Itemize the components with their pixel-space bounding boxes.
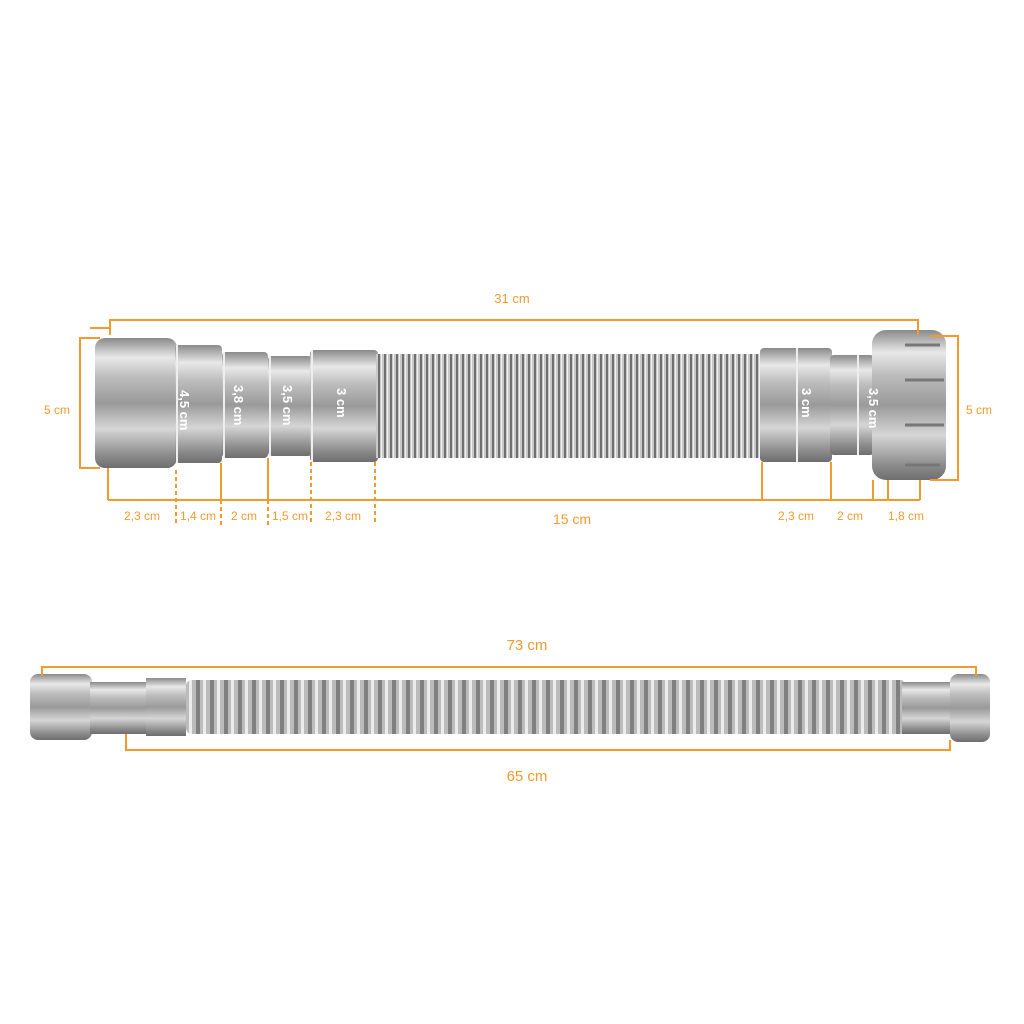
- ring-45: [175, 345, 222, 463]
- total-length-label: 31 cm: [494, 291, 529, 306]
- extended-pipe: [30, 674, 990, 742]
- segment-label: 2 cm: [231, 509, 257, 523]
- right-ring: [902, 682, 952, 734]
- segment-label: 2,3 cm: [325, 509, 361, 523]
- segment-label: 1,4 cm: [180, 509, 216, 523]
- middle-length-label: 15 cm: [553, 511, 591, 527]
- total-length-label: 73 cm: [507, 637, 548, 654]
- ring-35: [268, 356, 312, 456]
- ring: [146, 678, 186, 736]
- bottom-dimensions: 73 cm 65 cm: [41, 637, 977, 785]
- segment-label: 1,8 cm: [888, 509, 924, 523]
- segment-label: 2 cm: [837, 509, 863, 523]
- diameter-label: 3,5 cm: [280, 385, 295, 425]
- sleeve: [90, 682, 148, 734]
- ring-38: [222, 352, 268, 458]
- ring-3-left: [310, 350, 378, 462]
- left-height-label: 5 cm: [44, 403, 70, 417]
- left-cap: [95, 338, 177, 468]
- compressed-coil: [376, 354, 764, 458]
- diameter-label: 3,5 cm: [866, 388, 881, 428]
- segment-label: 2,3 cm: [778, 509, 814, 523]
- diameter-label: 3,8 cm: [231, 385, 246, 425]
- diameter-label: 3 cm: [799, 388, 814, 418]
- right-height-label: 5 cm: [966, 403, 992, 417]
- diameter-label: 4,5 cm: [177, 390, 192, 430]
- segment-label: 1,5 cm: [272, 509, 308, 523]
- nut: [872, 330, 946, 480]
- nut: [950, 674, 990, 742]
- segment-label: 2,3 cm: [124, 509, 160, 523]
- diameter-label: 3 cm: [334, 388, 349, 418]
- ring-35-right: [830, 355, 874, 455]
- top-dimensions: 31 cm 5 cm 5 cm 2,3 cm 1,4 cm 2 cm 1,5 c…: [44, 291, 992, 527]
- left-cap: [30, 674, 92, 740]
- corrugated-hose: [186, 680, 906, 734]
- hose-length-label: 65 cm: [507, 768, 548, 785]
- compact-pipe: 4,5 cm 3,8 cm 3,5 cm 3 cm 3 cm 3,5 cm: [95, 330, 946, 480]
